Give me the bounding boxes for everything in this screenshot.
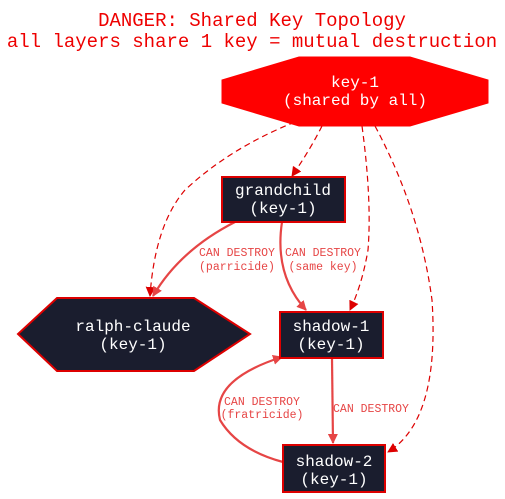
node-ralph-label: ralph-claude [75, 318, 190, 336]
edge-label-same-key-1: CAN DESTROY [285, 247, 361, 260]
node-shadow2-sublabel: (key-1) [300, 471, 367, 489]
edge-shadow2-to-shadow1 [217, 354, 284, 464]
title-line-2: all layers share 1 key = mutual destruct… [7, 31, 497, 53]
destroy-edges [152, 221, 338, 464]
diagram-title: DANGER: Shared Key Topology all layers s… [7, 10, 497, 53]
node-ralph-claude: ralph-claude (key-1) [16, 297, 252, 372]
edge-label-fratricide-1: CAN DESTROY [224, 396, 300, 409]
edge-label-fratricide-2: (fratricide) [221, 409, 304, 422]
node-key-sublabel: (shared by all) [283, 92, 427, 110]
node-grandchild-label: grandchild [235, 182, 331, 200]
edge-key-to-ralph [145, 121, 296, 297]
node-shadow1-label: shadow-1 [293, 318, 370, 336]
node-shadow1-sublabel: (key-1) [297, 336, 364, 354]
edge-grandchild-to-ralph [152, 221, 236, 297]
node-shadow-2: shadow-2 (key-1) [282, 444, 386, 493]
node-shadow2-label: shadow-2 [296, 453, 373, 471]
node-key-label: key-1 [331, 74, 379, 92]
edge-labels: CAN DESTROY (parricide) CAN DESTROY (sam… [199, 247, 409, 422]
edge-label-same-key-2: (same key) [288, 261, 357, 274]
edge-key-to-grandchild [291, 125, 323, 177]
edge-label-parricide-1: CAN DESTROY [199, 247, 275, 260]
edge-grandchild-to-shadow1 [279, 221, 307, 311]
node-grandchild-sublabel: (key-1) [249, 200, 316, 218]
edge-shadow1-to-shadow2 [327, 357, 338, 444]
title-line-1: DANGER: Shared Key Topology [98, 10, 406, 32]
node-ralph-sublabel: (key-1) [99, 336, 166, 354]
edge-key-to-shadow1 [349, 125, 370, 311]
edge-label-shadow1-to-shadow2: CAN DESTROY [333, 403, 409, 416]
node-grandchild: grandchild (key-1) [221, 176, 346, 223]
edge-key-to-shadow2 [374, 125, 434, 453]
shared-key-edges [145, 121, 434, 453]
edge-label-parricide-2: (parricide) [199, 261, 275, 274]
node-shadow-1: shadow-1 (key-1) [279, 311, 384, 359]
node-shared-key: key-1 (shared by all) [221, 56, 489, 127]
